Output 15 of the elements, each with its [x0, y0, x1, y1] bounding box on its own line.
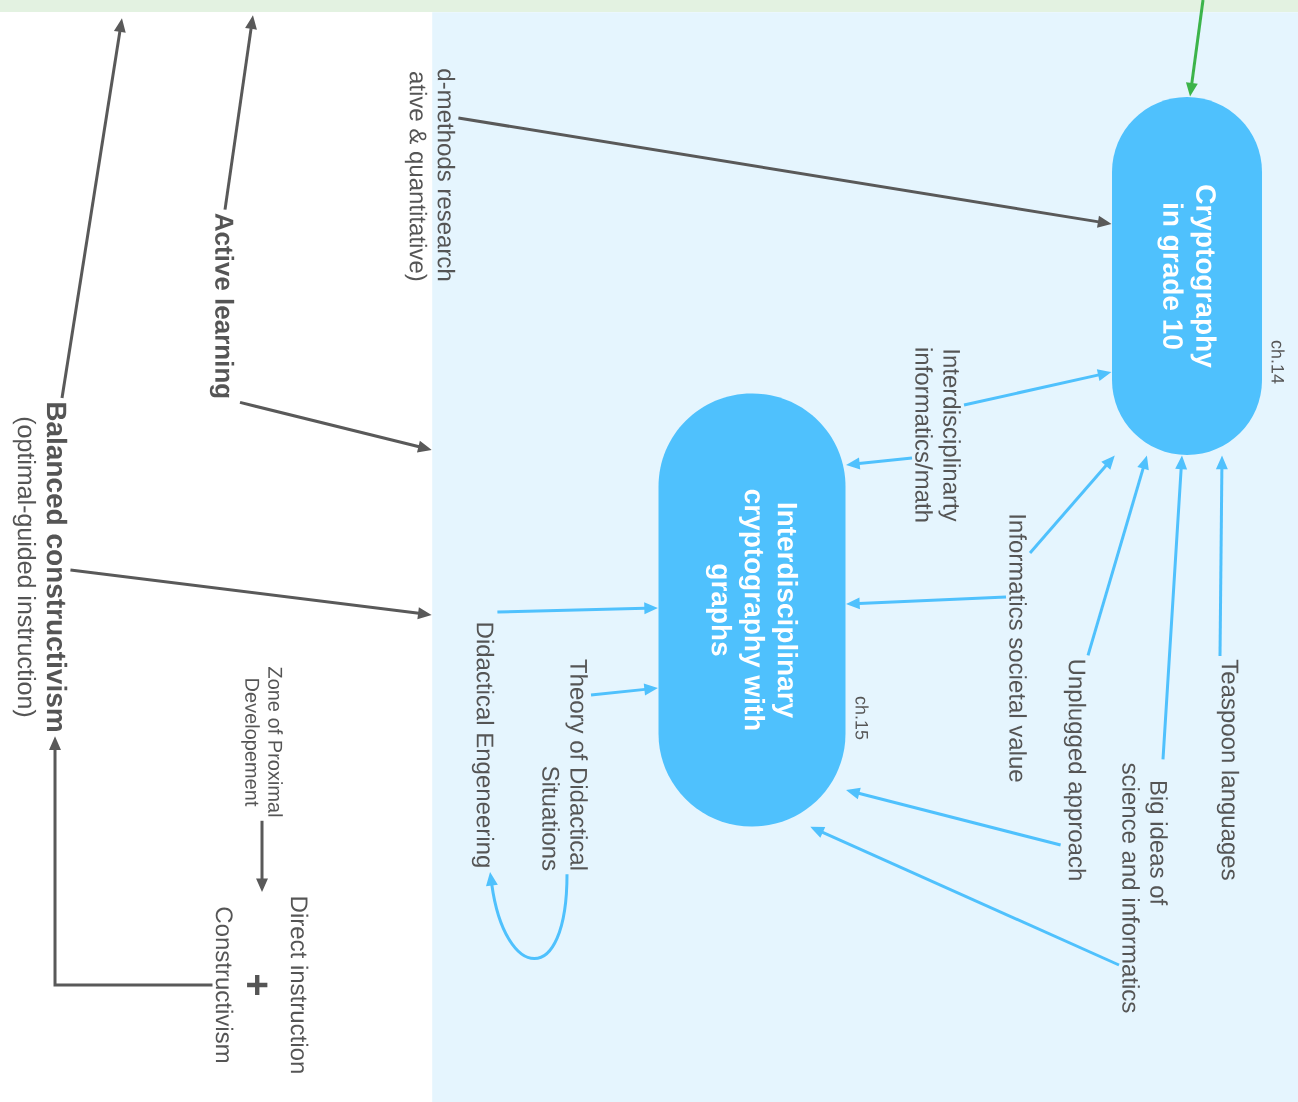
text-label: Interdisciplinarty informatics/math [915, 348, 961, 522]
chapter-label: ch.14 [1271, 340, 1285, 384]
chapter-label: ch.15 [855, 696, 869, 740]
text-label: Didactical Engeneering [471, 623, 495, 867]
heading-label: Active learning [209, 213, 235, 398]
heading-label: Balanced constructivism (optimal-guided instruction) [12, 403, 68, 731]
text-label: d-methods research ative & quantitative) [404, 69, 456, 281]
text-label: Direct instruction + Constructivism [215, 897, 309, 1073]
text-label: Unplugged approach [1063, 660, 1087, 880]
rounded-box: Cryptography in grade 10 [1112, 97, 1262, 455]
text-label: Big ideas of science and informatics [1122, 763, 1168, 1013]
text-label: Theory of Didactical Situations [542, 659, 588, 871]
text-label: Teaspoon languages [1216, 659, 1240, 880]
text-label: Informatics societal value [1009, 515, 1027, 782]
text-label: Zone of Proximal Developement [241, 667, 283, 817]
